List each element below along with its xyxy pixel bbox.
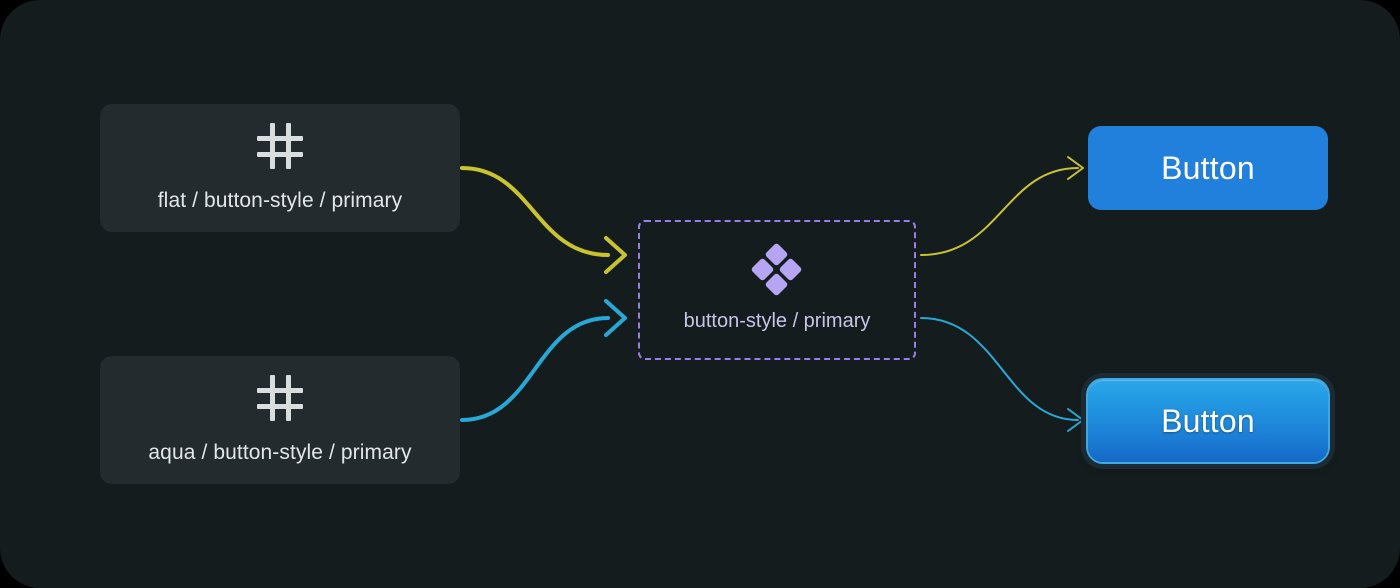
connector-node-to-aqua-button-arrowhead [1067, 408, 1084, 432]
token-card-flat[interactable]: flat / button-style / primary [100, 104, 460, 232]
hash-icon [257, 123, 303, 169]
preview-button-flat-label: Button [1161, 149, 1255, 186]
composed-token-node-label: button-style / primary [683, 310, 871, 332]
token-card-aqua-label: aqua / button-style / primary [148, 441, 412, 464]
token-card-flat-label: flat / button-style / primary [157, 189, 403, 212]
diamond-cluster-icon [750, 242, 803, 297]
preview-button-aqua[interactable]: Button [1088, 380, 1328, 462]
preview-button-flat[interactable]: Button [1088, 126, 1328, 210]
connector-flat-token-to-node [460, 166, 610, 257]
token-card-aqua[interactable]: aqua / button-style / primary [100, 356, 460, 484]
preview-button-aqua-label: Button [1161, 402, 1255, 439]
connector-aqua-token-to-node-arrowhead [604, 299, 627, 337]
hash-icon [257, 375, 303, 421]
connector-node-to-aqua-button [920, 317, 1079, 421]
connector-flat-token-to-node-arrowhead [604, 236, 627, 274]
composed-token-node[interactable]: button-style / primary [638, 220, 916, 360]
connector-node-to-flat-button-arrowhead [1067, 156, 1084, 180]
connector-node-to-flat-button [920, 167, 1079, 256]
connector-aqua-token-to-node [460, 316, 610, 422]
